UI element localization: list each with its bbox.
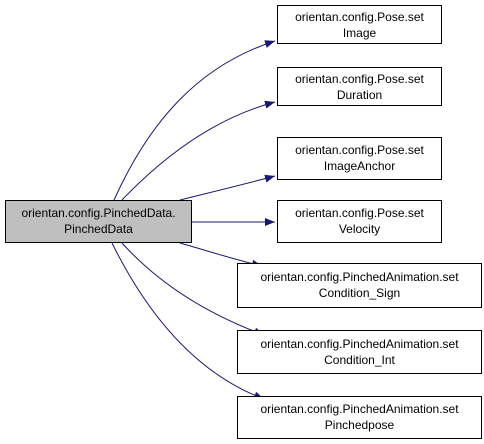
target-node-set-image-anchor[interactable]: orientan.config.Pose.set ImageAnchor — [277, 137, 442, 180]
target-node-label-line2: ImageAnchor — [324, 159, 395, 173]
target-node-label-line2: Velocity — [339, 222, 380, 236]
target-node-set-velocity[interactable]: orientan.config.Pose.set Velocity — [277, 200, 442, 243]
source-node-label-line1: orientan.config.PinchedData. — [21, 206, 175, 220]
target-node-set-pinchedpose[interactable]: orientan.config.PinchedAnimation.set Pin… — [237, 396, 482, 439]
target-node-label-line1: orientan.config.Pose.set — [295, 206, 424, 220]
target-node-set-condition-int[interactable]: orientan.config.PinchedAnimation.set Con… — [237, 330, 482, 374]
edge-to-set-duration — [121, 100, 276, 201]
target-node-label-line1: orientan.config.PinchedAnimation.set — [260, 337, 459, 351]
target-node-box — [277, 200, 442, 243]
target-node-set-image[interactable]: orientan.config.Pose.set Image — [277, 5, 442, 44]
target-node-label-line2: Condition_Sign — [319, 286, 400, 300]
target-node-label-line1: orientan.config.Pose.set — [295, 10, 424, 24]
target-node-box — [237, 263, 482, 308]
target-node-label-line2: Condition_Int — [324, 353, 395, 367]
edge-to-set-image-anchor — [179, 174, 276, 201]
source-node[interactable]: orientan.config.PinchedData. PinchedData — [5, 200, 192, 243]
target-node-box — [277, 137, 442, 180]
target-node-set-duration[interactable]: orientan.config.Pose.set Duration — [277, 67, 442, 106]
edge-to-set-pinchedpose — [111, 242, 265, 400]
source-node-label-line2: PinchedData — [64, 222, 133, 236]
edge-to-set-condition-sign — [179, 242, 263, 268]
target-node-box — [237, 330, 482, 374]
target-node-set-condition-sign[interactable]: orientan.config.PinchedAnimation.set Con… — [237, 263, 482, 308]
target-node-label-line1: orientan.config.PinchedAnimation.set — [260, 402, 459, 416]
edge-to-set-image — [113, 40, 276, 201]
target-node-label-line2: Pinchedpose — [325, 418, 395, 432]
edge-to-set-condition-int — [121, 242, 265, 336]
target-node-box — [237, 396, 482, 439]
target-node-box — [277, 5, 442, 44]
edges — [111, 40, 276, 400]
source-node-box — [5, 200, 192, 243]
target-node-label-line1: orientan.config.PinchedAnimation.set — [260, 270, 459, 284]
target-node-label-line2: Image — [343, 26, 377, 40]
target-node-label-line2: Duration — [337, 88, 382, 102]
target-node-label-line1: orientan.config.Pose.set — [295, 72, 424, 86]
target-node-box — [277, 67, 442, 106]
target-node-label-line1: orientan.config.Pose.set — [295, 143, 424, 157]
